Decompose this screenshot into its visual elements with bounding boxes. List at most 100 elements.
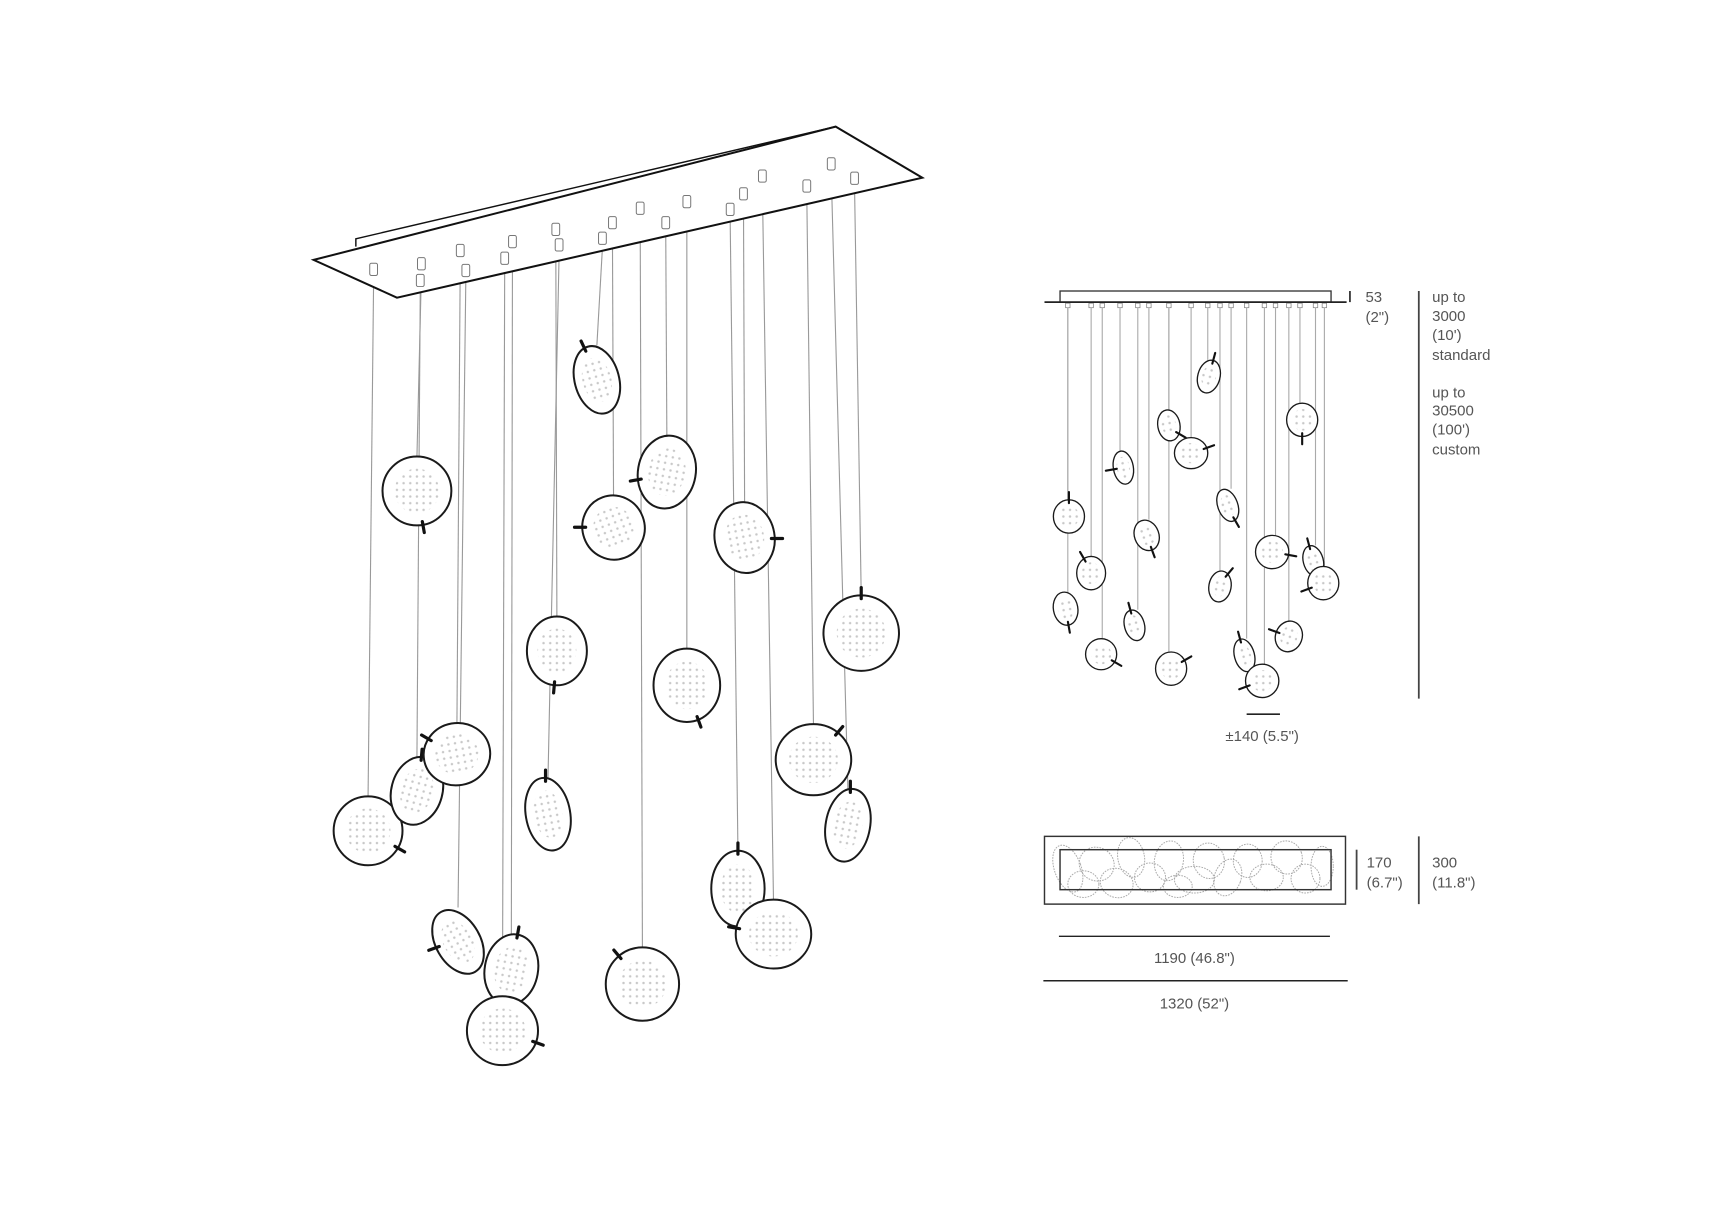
cord-socket bbox=[608, 216, 617, 230]
pendant-hook-icon bbox=[1232, 516, 1240, 528]
pendant bbox=[1233, 630, 1256, 673]
pendant bbox=[332, 795, 407, 867]
pendant-texture bbox=[1220, 494, 1235, 516]
pendant-texture bbox=[479, 1008, 526, 1054]
pendant-texture bbox=[1161, 415, 1177, 436]
pendant-texture bbox=[788, 736, 839, 783]
pendant bbox=[465, 995, 545, 1067]
cord-socket bbox=[1088, 302, 1094, 309]
pendant-texture bbox=[833, 801, 863, 849]
perspective-pendants bbox=[332, 339, 900, 1067]
pendant-hook-icon bbox=[1211, 351, 1217, 365]
cord-socket bbox=[850, 171, 859, 185]
pendant-hook-icon bbox=[695, 715, 703, 729]
plan-pendant-outline bbox=[1192, 842, 1225, 880]
elevation-cords bbox=[1065, 302, 1327, 665]
cord-socket bbox=[802, 179, 812, 193]
cord-socket bbox=[1244, 302, 1250, 309]
pendant-hook-icon bbox=[1238, 684, 1251, 691]
pendant-hook-icon bbox=[1284, 553, 1298, 558]
pendant-texture bbox=[724, 514, 765, 561]
pendant bbox=[419, 722, 492, 787]
pendant-hook-icon bbox=[551, 680, 557, 695]
pendant-hook-icon bbox=[727, 925, 742, 931]
pendant bbox=[628, 434, 697, 510]
cord-socket bbox=[1135, 302, 1141, 309]
custom-length-label: 30500 bbox=[1432, 402, 1474, 419]
perspective-view bbox=[310, 125, 925, 1067]
overall-depth-label: 300 bbox=[1432, 854, 1457, 871]
custom-length-label: custom bbox=[1432, 441, 1480, 458]
pendant bbox=[1052, 490, 1086, 534]
pendant-texture bbox=[1237, 644, 1252, 666]
pendant-hook-icon bbox=[1078, 550, 1087, 563]
pendant bbox=[1285, 402, 1319, 446]
cord-socket bbox=[461, 263, 471, 278]
pendant-cord bbox=[854, 187, 862, 596]
pendant-hook-icon bbox=[833, 724, 845, 737]
pendant-texture bbox=[720, 864, 756, 914]
plan-pendant-outline bbox=[1290, 863, 1321, 894]
cord-socket bbox=[416, 257, 426, 271]
pendant-hook-icon bbox=[579, 339, 588, 353]
custom-length-label: (100') bbox=[1432, 421, 1470, 438]
pendant-texture bbox=[1091, 644, 1112, 665]
standard-length-label: up to bbox=[1432, 289, 1465, 306]
pendant-hook-icon bbox=[420, 519, 426, 535]
cord-socket bbox=[1228, 302, 1234, 309]
pendant-cord bbox=[806, 195, 815, 725]
perspective-canopy-back-edge bbox=[355, 125, 848, 247]
plan-pendant-outline bbox=[1249, 863, 1284, 892]
cord-socket bbox=[1117, 302, 1123, 309]
plan-pendant-outline bbox=[1162, 874, 1193, 898]
pendant bbox=[1076, 550, 1107, 591]
pendant-texture bbox=[593, 506, 634, 549]
canopy-width-label: 1190 (46.8") bbox=[1154, 950, 1235, 967]
elevation-pendants bbox=[1052, 351, 1340, 699]
pendant bbox=[1238, 663, 1280, 699]
pendant-cord bbox=[555, 238, 558, 617]
pendant-hook-icon bbox=[419, 747, 424, 762]
perspective-sockets bbox=[369, 157, 859, 288]
pendant-texture bbox=[836, 608, 886, 658]
pendant bbox=[604, 946, 681, 1022]
cord-socket bbox=[1272, 302, 1279, 309]
pendant bbox=[652, 647, 722, 729]
pendant-hook-icon bbox=[1104, 467, 1118, 472]
pendant-hook-icon bbox=[1300, 586, 1313, 593]
pendant-texture bbox=[537, 628, 577, 674]
pendant bbox=[774, 723, 853, 797]
cord-socket bbox=[551, 222, 561, 236]
pendant-hook-icon bbox=[1306, 537, 1312, 551]
pendant-hook-icon bbox=[769, 536, 785, 541]
pendant bbox=[1084, 637, 1123, 671]
cord-socket bbox=[554, 238, 564, 252]
standard-length-label: 3000 bbox=[1432, 308, 1465, 325]
pendant-texture bbox=[394, 468, 440, 514]
pendant-hook-icon bbox=[1127, 601, 1133, 615]
pendant bbox=[381, 455, 453, 535]
pendant-hook-icon bbox=[612, 948, 623, 961]
canopy-depth-in-label: (6.7") bbox=[1367, 874, 1403, 891]
pendant bbox=[1300, 565, 1340, 601]
pendant-hook-icon bbox=[1066, 620, 1071, 634]
pendant-hook-icon bbox=[419, 733, 433, 743]
cord-socket bbox=[598, 231, 607, 245]
pendant bbox=[1208, 567, 1234, 603]
pendant bbox=[1133, 519, 1160, 559]
pendant-texture bbox=[1116, 456, 1131, 479]
pendant-texture bbox=[1180, 443, 1202, 464]
cord-socket bbox=[1286, 302, 1292, 309]
pendant-texture bbox=[1261, 541, 1284, 563]
pendant-cord bbox=[457, 279, 467, 908]
cord-socket bbox=[1321, 302, 1327, 309]
plan-pendant-outline bbox=[1310, 845, 1334, 887]
plan-view: 170 (6.7") 300 (11.8") 1190 (46.8") 1320… bbox=[1043, 835, 1475, 1013]
pendant-texture bbox=[1306, 551, 1321, 571]
plan-pendant-outline bbox=[1232, 843, 1263, 878]
plan-overall-outline bbox=[1043, 835, 1347, 905]
pendant-hook-icon bbox=[427, 944, 441, 952]
pendant bbox=[1123, 601, 1146, 642]
pendant bbox=[1156, 409, 1187, 442]
canopy-height-label: 53 bbox=[1365, 289, 1382, 306]
